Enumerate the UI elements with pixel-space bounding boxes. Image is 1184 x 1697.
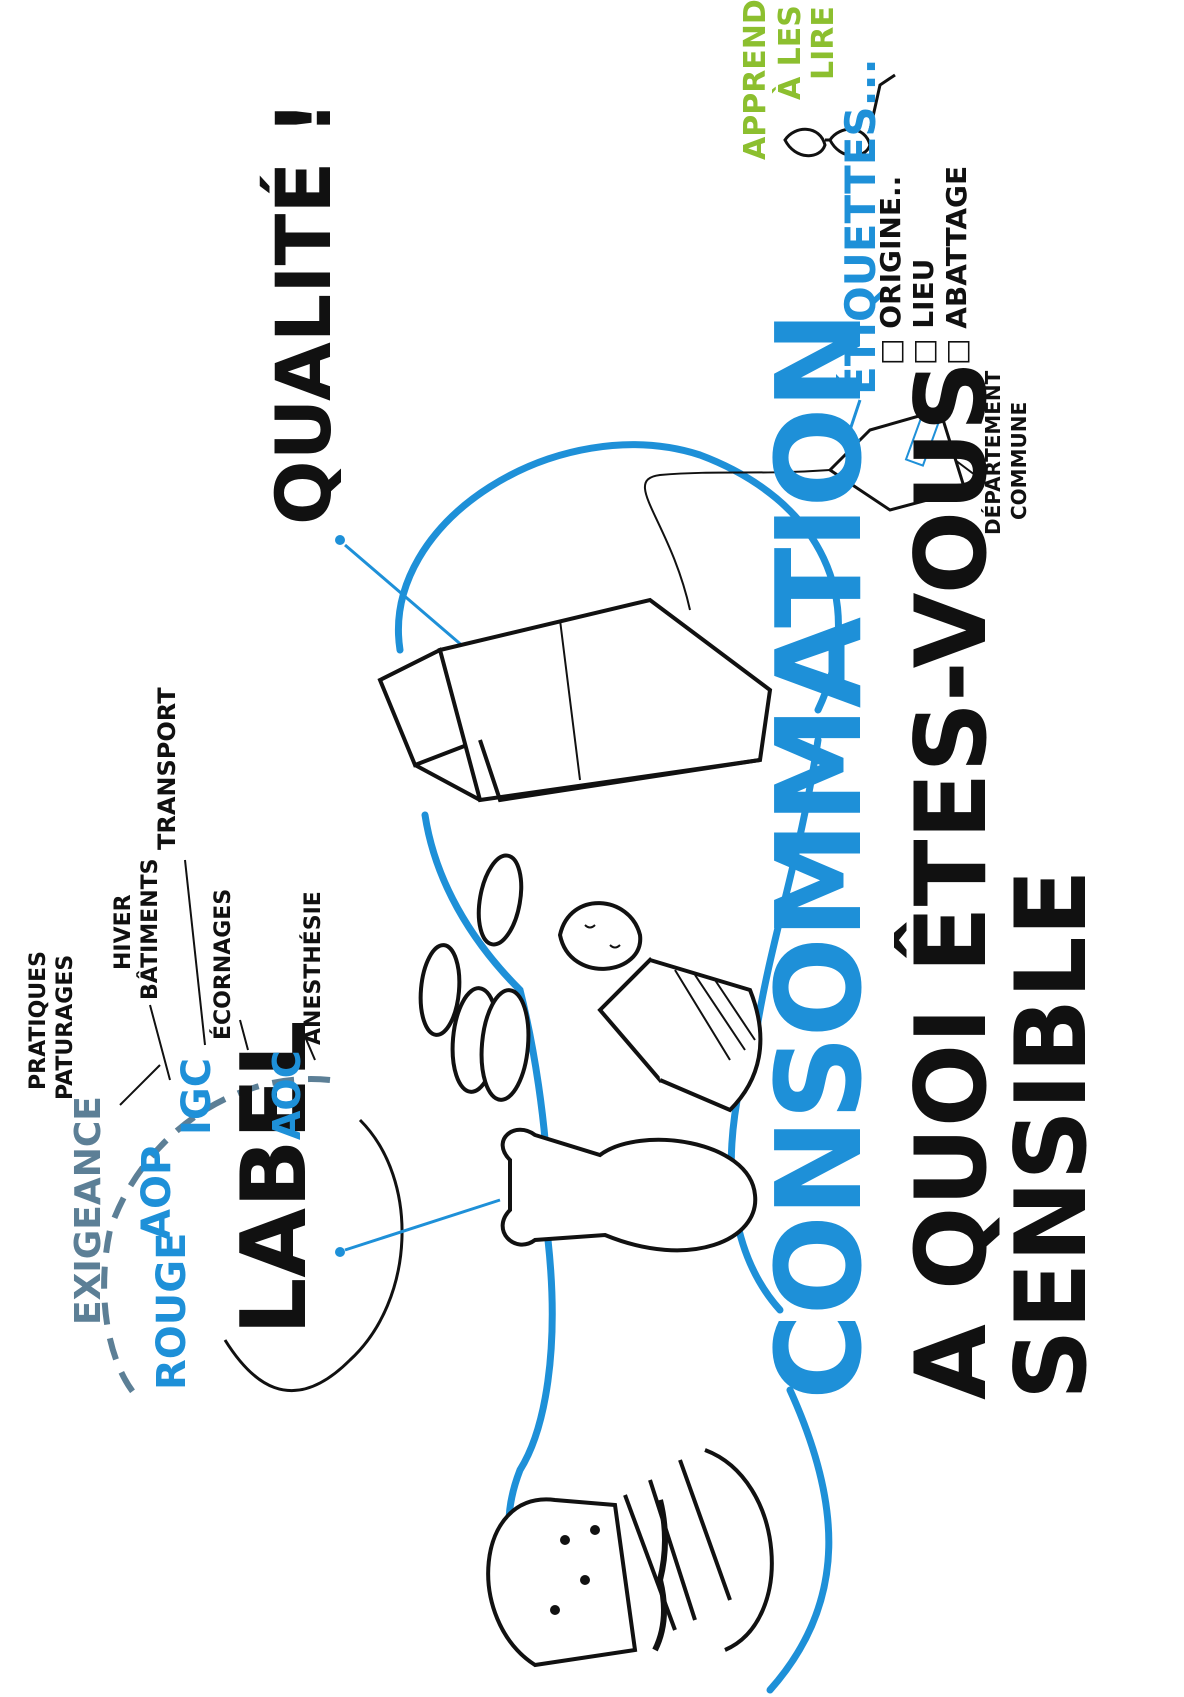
note-hiver: HIVER	[111, 894, 136, 970]
qualite-dot	[335, 535, 345, 545]
exigeance-text: EXIGEANCE	[68, 1096, 109, 1325]
label-aop: AOP	[134, 1146, 180, 1240]
nugget-icon	[560, 903, 640, 969]
subtitle-line-2: SENSIBLE	[995, 869, 1109, 1400]
label-dot	[335, 1247, 345, 1257]
note-pratiques: PRATIQUES	[26, 951, 51, 1090]
note-batiments: BÂTIMENTS	[137, 859, 163, 1000]
yogurt-cup-icon	[600, 960, 760, 1110]
milk-carton-icon	[380, 600, 770, 800]
etiquettes-item-lieu: □ LIEU	[907, 259, 940, 365]
etiquettes-item-origine: □ ORIGINE..	[874, 176, 907, 365]
note-ecornages: ÉCORNAGES	[210, 889, 236, 1040]
label-igc: IGC	[174, 1058, 220, 1135]
note-paturages: PATURAGES	[53, 955, 78, 1100]
note-transport: TRANSPORT	[153, 687, 181, 850]
etiquettes-item-abattage: □ ABATTAGE	[940, 166, 973, 365]
qualite-connector-line	[345, 545, 465, 648]
label-aoc: AOC	[265, 1050, 309, 1140]
apprendre-line-1: APPRENDRE	[738, 0, 773, 160]
eggs-icon	[417, 852, 533, 1102]
note-anesthesie: ANESTHÉSIE	[300, 891, 326, 1045]
burger-icon	[488, 1450, 772, 1665]
main-title: CONSOMMATION	[750, 313, 888, 1400]
apprendre-line-3: LIRE	[806, 6, 841, 80]
apprendre-line-2: À LES	[772, 5, 808, 100]
qualite-text: QUALITÉ !	[259, 101, 348, 525]
chicken-leg-icon	[503, 1130, 756, 1251]
label-connector-line	[345, 1200, 500, 1250]
commune-text: COMMUNE	[1007, 402, 1031, 520]
label-rouge: ROUGE	[149, 1233, 195, 1390]
departement-text: DÉPARTEMENT	[981, 370, 1005, 535]
